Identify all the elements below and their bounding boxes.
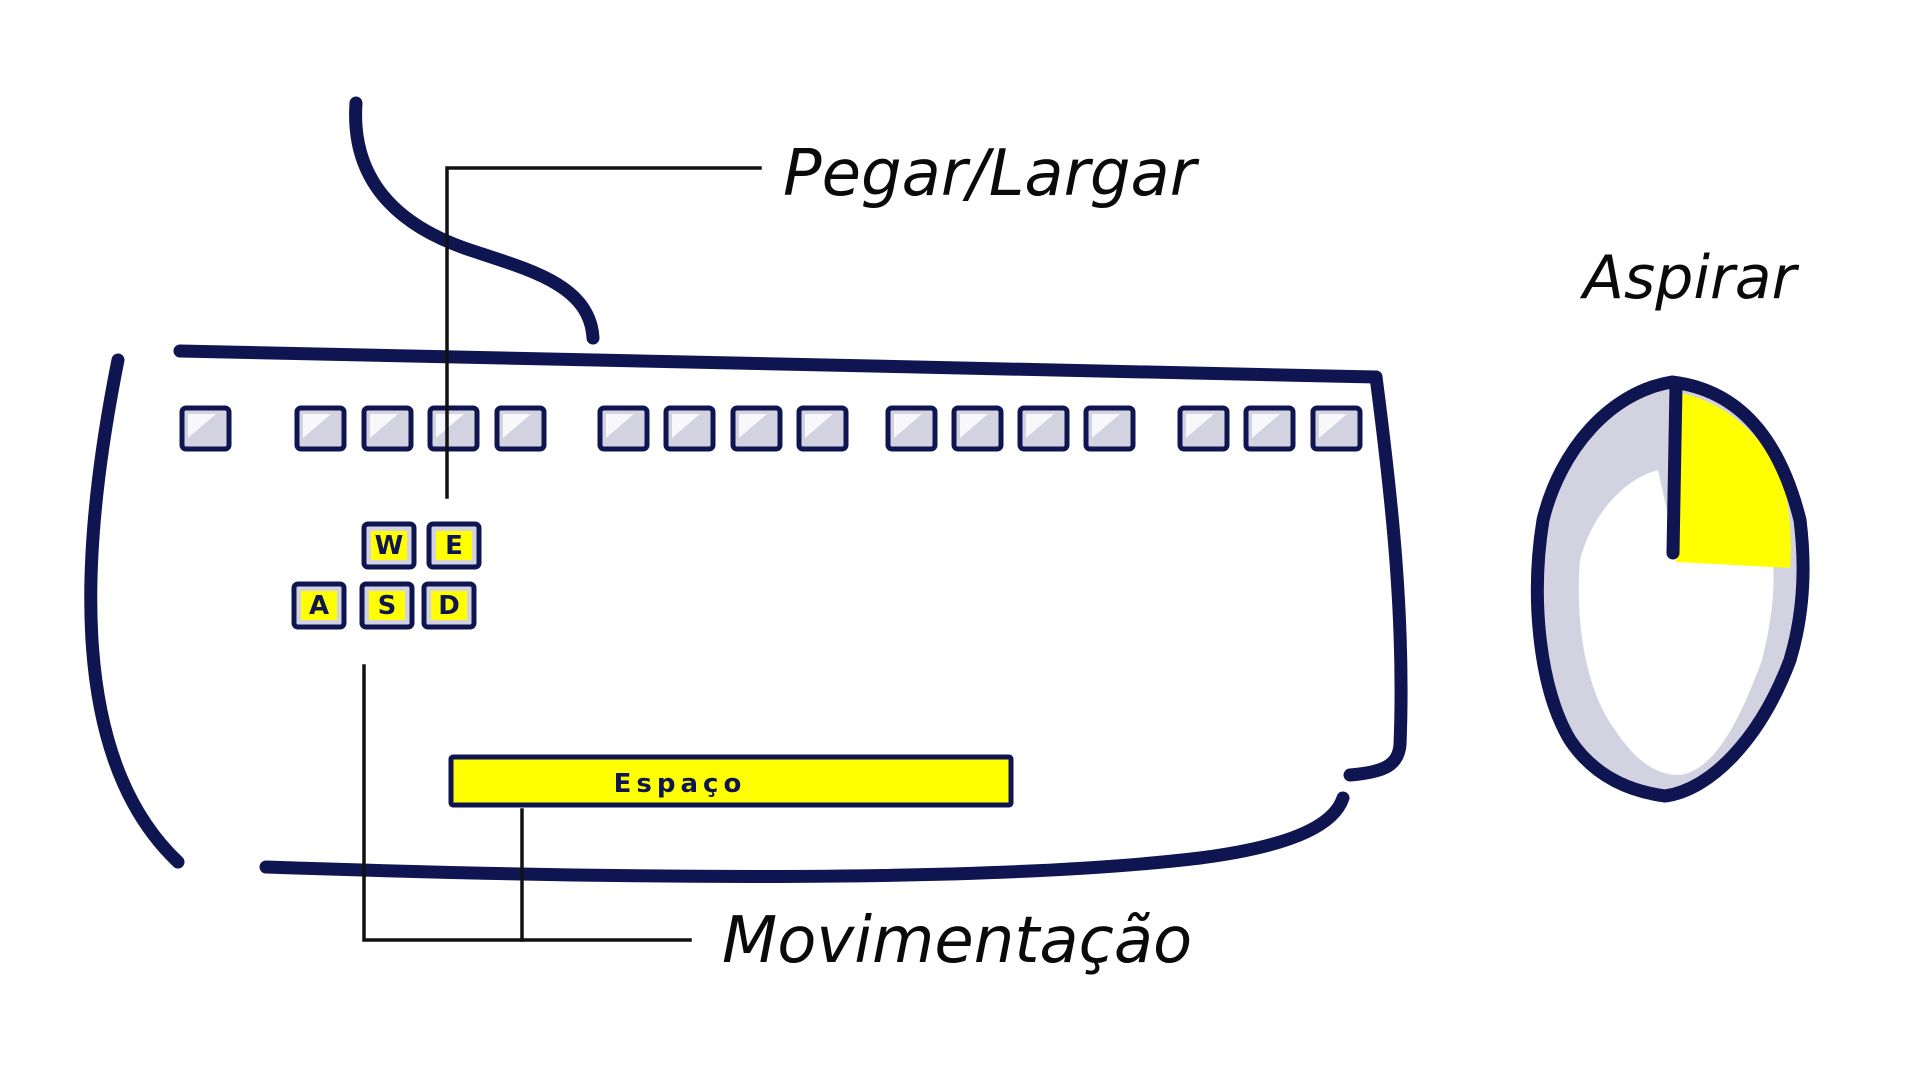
function-key: [796, 405, 849, 452]
space-bar: Espaço: [448, 754, 1014, 808]
function-key: [951, 405, 1004, 452]
key-w: W: [361, 521, 417, 570]
key-d-label: D: [438, 591, 460, 621]
keyboard-cable: [349, 96, 600, 345]
function-key: [427, 405, 480, 452]
mouse-left-button: [1676, 392, 1791, 568]
space-bar-label: Espaço: [614, 769, 747, 799]
key-a: A: [291, 581, 347, 630]
mouse-outline: [1530, 375, 1810, 803]
function-key: [494, 405, 547, 452]
function-key: [1083, 405, 1136, 452]
grab-drop-leader-line: [445, 166, 762, 499]
function-key: [1017, 405, 1070, 452]
function-key: [730, 405, 783, 452]
key-s-label: S: [378, 591, 397, 621]
function-key: [179, 405, 232, 452]
function-key: [361, 405, 414, 452]
movement-leader-line: [362, 664, 692, 942]
mouse-button-divider: [1666, 379, 1683, 560]
key-s: S: [359, 581, 415, 630]
key-e-label: E: [445, 531, 463, 561]
function-key-row: [179, 405, 1363, 452]
mouse-inner-highlight: [1578, 470, 1774, 775]
key-w-label: W: [375, 531, 404, 561]
function-key: [1243, 405, 1296, 452]
function-key: [597, 405, 650, 452]
movement-label: Movimentação: [722, 904, 1192, 978]
grab-drop-label: Pegar/Largar: [783, 137, 1200, 211]
function-key: [1177, 405, 1230, 452]
key-d: D: [421, 581, 477, 630]
vacuum-label: Aspirar: [1579, 243, 1799, 313]
function-key: [885, 405, 938, 452]
mouse: [1530, 375, 1810, 803]
function-key: [663, 405, 716, 452]
function-key: [1310, 405, 1363, 452]
key-e: E: [426, 521, 482, 570]
function-key: [294, 405, 347, 452]
key-a-label: A: [309, 591, 329, 621]
keyboard-outline: [84, 344, 1408, 884]
